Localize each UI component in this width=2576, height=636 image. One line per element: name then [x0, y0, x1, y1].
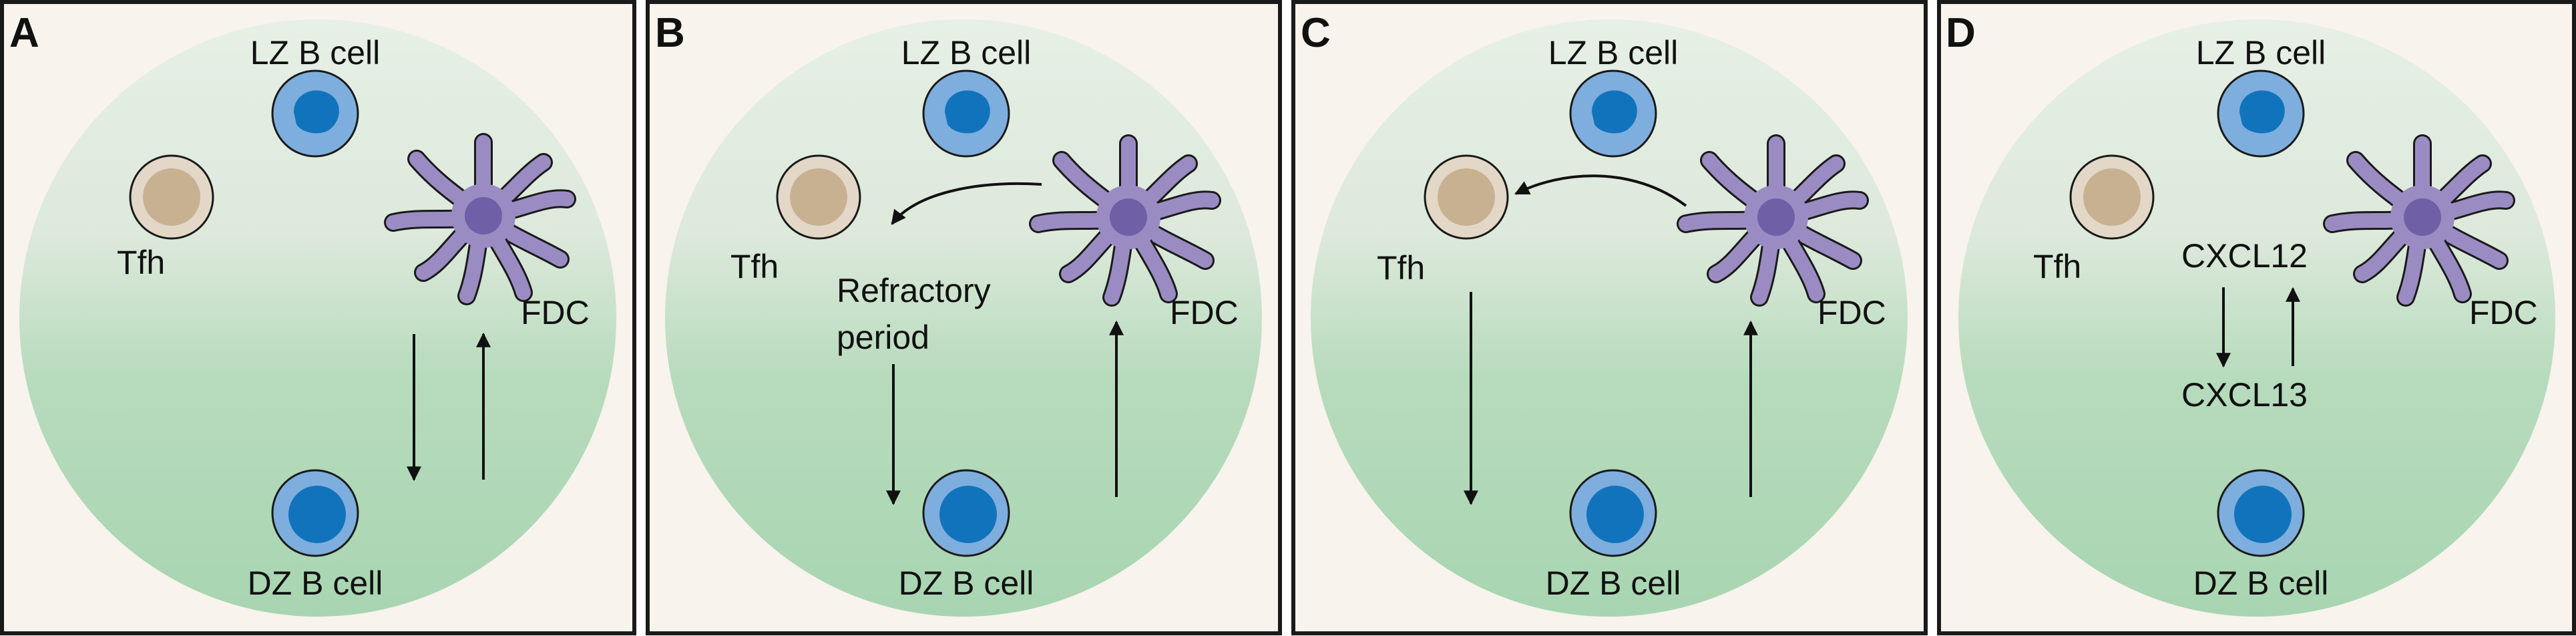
tfh-label: Tfh [2033, 248, 2081, 285]
fdc-icon [384, 133, 576, 305]
tfh-cell-icon [776, 154, 861, 240]
dz-b-cell-icon [922, 469, 1010, 557]
lz-b-cell-label: LZ B cell [2196, 34, 2326, 71]
dz-b-cell-label: DZ B cell [2193, 565, 2329, 602]
panel-letter: B [655, 10, 685, 56]
tfh-cell-icon [129, 154, 214, 240]
cxcl12-label: CXCL12 [2181, 237, 2308, 275]
fdc-label: FDC [2469, 294, 2538, 331]
tfh-label: Tfh [1377, 249, 1425, 287]
tfh-label: Tfh [730, 248, 779, 285]
fdc-icon [1677, 134, 1869, 307]
dz-b-cell-label: DZ B cell [248, 565, 383, 602]
lz-b-cell-icon [271, 69, 359, 158]
fdc-label: FDC [1817, 294, 1886, 331]
panel-b: B LZ B cell Tfh [646, 0, 1282, 635]
dz-b-cell-label: DZ B cell [1546, 565, 1681, 602]
panel-a: A LZ B cell Tfh [0, 0, 636, 635]
panel-letter: C [1301, 10, 1331, 56]
panel-d: D LZ B cell Tfh [1937, 0, 2576, 635]
lz-b-cell-icon [1569, 69, 1657, 158]
lz-b-cell-icon [922, 69, 1010, 158]
curved-arrow [1514, 174, 1687, 207]
refractory-period-label: period [837, 319, 929, 356]
cxcl13-label: CXCL13 [2181, 376, 2308, 414]
lz-b-cell-label: LZ B cell [250, 34, 381, 71]
tfh-cell-icon [1424, 154, 1509, 240]
panel-letter: A [9, 10, 39, 56]
fdc-icon [2323, 134, 2515, 307]
fdc-icon [1029, 134, 1221, 307]
lz-b-cell-label: LZ B cell [1548, 34, 1679, 71]
dz-b-cell-icon [2217, 469, 2305, 557]
fdc-label: FDC [1170, 294, 1239, 331]
tfh-label: Tfh [117, 244, 165, 281]
tfh-cell-icon [2069, 154, 2155, 240]
dz-b-cell-label: DZ B cell [899, 565, 1034, 602]
lz-b-cell-icon [2217, 69, 2305, 158]
curved-arrow [891, 182, 1042, 225]
refractory-period-label: Refractory [837, 272, 991, 309]
fdc-label: FDC [521, 294, 590, 331]
panel-letter: D [1946, 10, 1976, 56]
lz-b-cell-label: LZ B cell [901, 34, 1032, 71]
dz-b-cell-icon [1569, 469, 1657, 557]
panel-c: C LZ B cell Tfh [1291, 0, 1928, 635]
dz-b-cell-icon [271, 469, 359, 557]
